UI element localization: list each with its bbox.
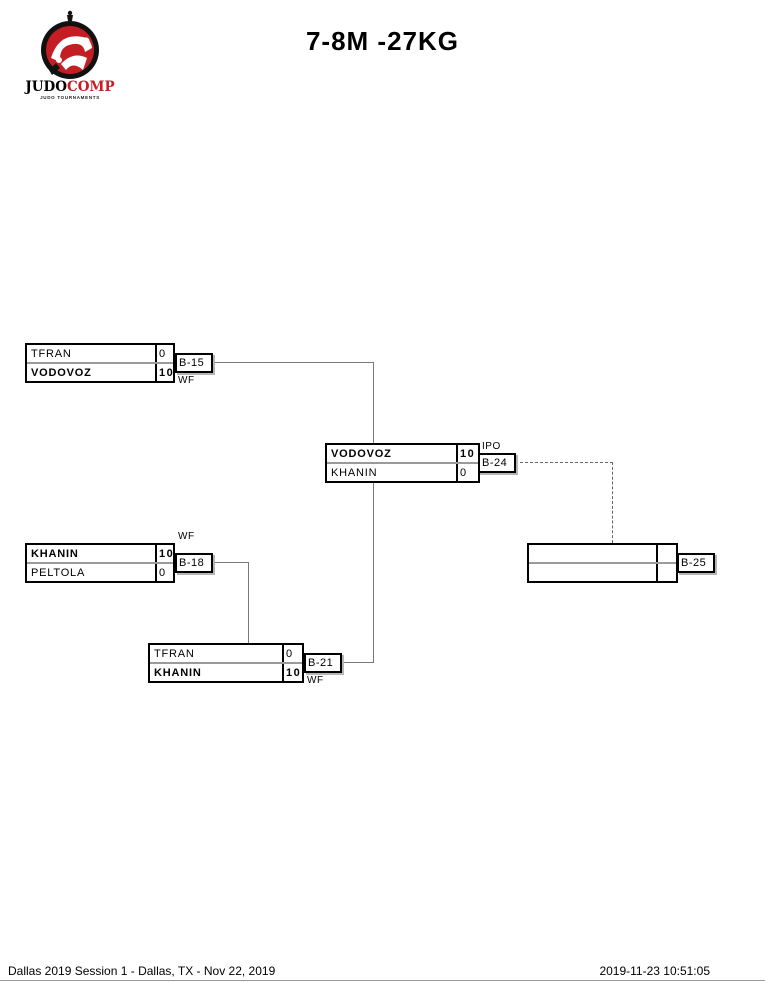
player-score: 0 [155, 564, 173, 581]
match-label-b24: B-24 [478, 453, 516, 473]
footer-event-info: Dallas 2019 Session 1 - Dallas, TX - Nov… [8, 964, 276, 978]
match-row: PELTOLA 0 [27, 562, 173, 581]
result-code-b15: WF [178, 375, 195, 386]
player-name: TFRAN [31, 347, 72, 360]
player-score [656, 545, 676, 562]
connector-b15-v [373, 362, 374, 443]
connector-b24-h-dashed [515, 462, 613, 463]
player-name: VODOVOZ [331, 447, 392, 460]
player-name: TFRAN [154, 647, 195, 660]
player-score [656, 564, 676, 581]
match-row [529, 545, 676, 562]
player-score: 10 [456, 445, 478, 462]
match-box-b25 [527, 543, 678, 583]
player-name: PELTOLA [31, 566, 86, 579]
connector-b15-h [212, 362, 374, 363]
logo-wordmark: JUDOCOMP [22, 80, 118, 94]
result-code-b21: WF [307, 675, 324, 686]
match-box-b21: TFRAN 0 KHANIN 10 [148, 643, 304, 683]
connector-b21-v [373, 483, 374, 663]
match-label-b25: B-25 [677, 553, 715, 573]
result-code-b18: WF [178, 531, 195, 542]
match-row: KHANIN 0 [327, 462, 478, 481]
player-name: VODOVOZ [31, 366, 92, 379]
connector-b18-h [212, 562, 249, 563]
footer-timestamp: 2019-11-23 10:51:05 [599, 964, 710, 978]
match-row: VODOVOZ 10 [27, 362, 173, 381]
player-score: 10 [155, 364, 173, 381]
player-score: 0 [456, 464, 478, 481]
player-name: KHANIN [31, 547, 79, 560]
page-title: 7-8M -27KG [305, 26, 460, 56]
match-row: TFRAN 0 [150, 645, 302, 662]
player-score: 0 [155, 345, 173, 362]
player-name: KHANIN [331, 466, 378, 479]
match-label-b18: B-18 [175, 553, 213, 573]
result-code-b24: IPO [482, 441, 501, 452]
match-row [529, 562, 676, 581]
match-row: KHANIN 10 [27, 545, 173, 562]
match-box-b15: TFRAN 0 VODOVOZ 10 [25, 343, 175, 383]
footer-divider [0, 980, 765, 981]
connector-b18-v [248, 562, 249, 643]
connector-b24-v-dashed [612, 462, 613, 543]
logo-word-judo: JUDO [25, 79, 68, 95]
player-name: KHANIN [154, 666, 202, 679]
match-label-b21: B-21 [304, 653, 342, 673]
player-score: 0 [282, 645, 302, 662]
match-row: VODOVOZ 10 [327, 445, 478, 462]
player-score: 10 [282, 664, 302, 681]
judoka-emblem-icon [41, 10, 99, 79]
player-score: 10 [155, 545, 173, 562]
judocomp-logo: JUDOCOMP JUDO TOURNAMENTS [22, 10, 118, 100]
match-label-b15: B-15 [175, 353, 213, 373]
logo-tagline: JUDO TOURNAMENTS [40, 95, 100, 101]
match-box-b24: VODOVOZ 10 KHANIN 0 [325, 443, 480, 483]
connector-b21-h [341, 662, 374, 663]
match-row: KHANIN 10 [150, 662, 302, 681]
match-box-b18: KHANIN 10 PELTOLA 0 [25, 543, 175, 583]
match-row: TFRAN 0 [27, 345, 173, 362]
logo-word-comp: COMP [67, 79, 115, 95]
